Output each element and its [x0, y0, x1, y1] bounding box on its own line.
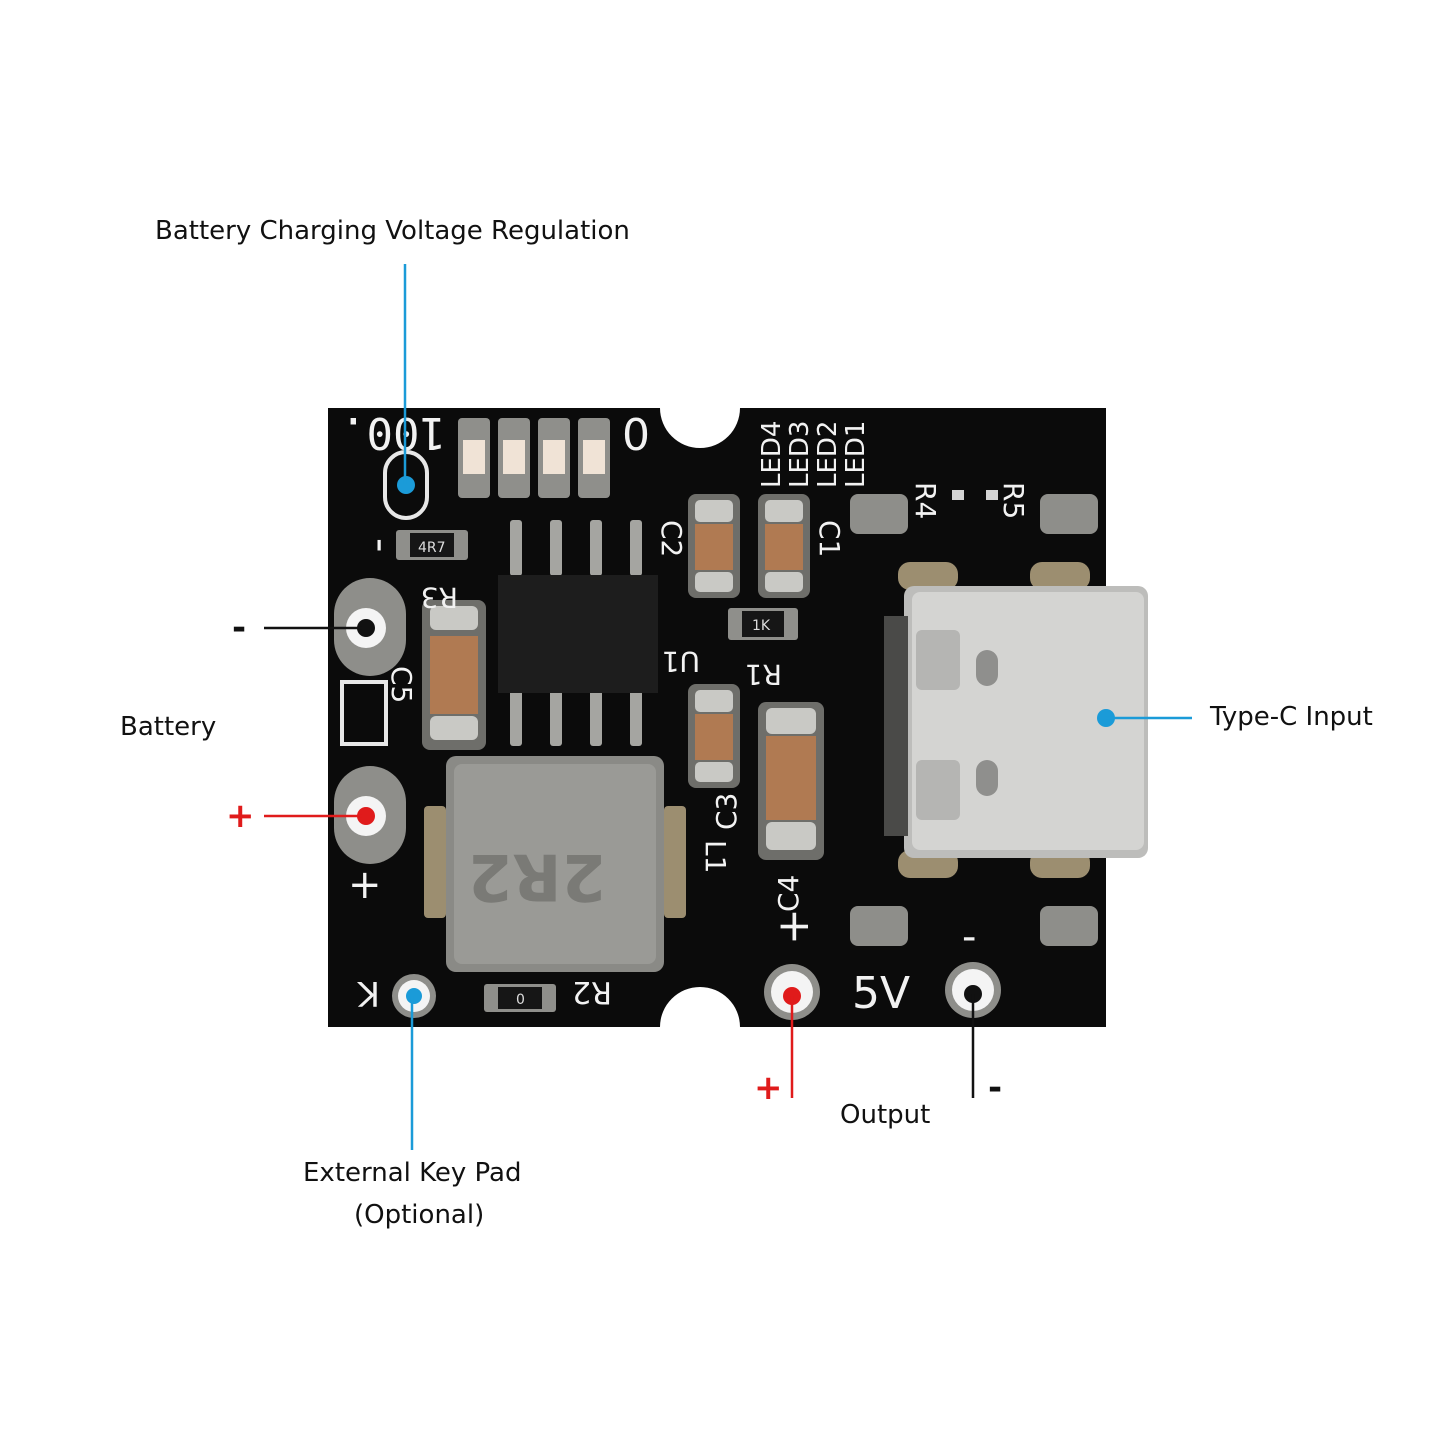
silk-r3: R3 — [421, 581, 458, 614]
silk-c5: C5 — [385, 666, 418, 703]
silk-5v: 5V — [852, 968, 910, 1019]
label-output-plus: + — [754, 1068, 783, 1108]
label-battery-minus: - — [232, 608, 247, 648]
silk-r2: R2 — [572, 974, 612, 1009]
capacitor-c3 — [688, 684, 740, 788]
capacitor-c1 — [758, 494, 810, 598]
silk-out-minus: - — [962, 914, 976, 960]
silk-batt-plus: + — [348, 862, 382, 908]
capacitor-c4 — [758, 702, 824, 860]
silk-r1-code: 1K — [752, 618, 771, 634]
usb-type-c-connector — [884, 562, 1148, 878]
capacitor-c5 — [422, 600, 486, 750]
silk-c4: C4 — [772, 875, 805, 912]
silk-c1: C1 — [813, 520, 846, 557]
silk-inductor-code: 2R2 — [468, 839, 606, 913]
silk-led3: LED3 — [785, 421, 815, 488]
label-external-key-line1: External Key Pad — [303, 1158, 522, 1188]
silk-r5: R5 — [997, 482, 1030, 519]
silk-led4: LED4 — [757, 421, 787, 488]
silk-batt-minus: - — [358, 538, 404, 552]
silk-out-plus: + — [768, 908, 819, 945]
label-external-key-line2: (Optional) — [354, 1200, 485, 1230]
silk-r2-code: 0 — [516, 992, 525, 1008]
chip-u1 — [498, 520, 658, 746]
silk-led2: LED2 — [813, 421, 843, 488]
silk-r3-code: 4R7 — [418, 540, 446, 556]
silk-r1: R1 — [745, 658, 782, 691]
silk-c3: C3 — [710, 793, 743, 830]
silk-r4: R4 — [909, 482, 942, 519]
silk-u1: U1 — [662, 645, 700, 678]
label-battery-plus: + — [226, 796, 255, 836]
label-type-c-input: Type-C Input — [1210, 702, 1373, 732]
label-battery: Battery — [120, 712, 217, 742]
capacitor-c2 — [688, 494, 740, 598]
label-voltage-regulation: Battery Charging Voltage Regulation — [155, 216, 630, 246]
label-output: Output — [840, 1100, 931, 1130]
label-output-minus: - — [988, 1068, 1003, 1108]
inductor-l1 — [424, 756, 686, 972]
silk-led1: LED1 — [841, 421, 871, 488]
silk-l1: L1 — [699, 840, 732, 873]
silk-100: 100. — [340, 407, 446, 458]
led-row — [458, 418, 610, 498]
silk-0: 0 — [622, 407, 650, 458]
silk-c2: C2 — [655, 520, 688, 557]
silk-k: K — [356, 973, 380, 1013]
